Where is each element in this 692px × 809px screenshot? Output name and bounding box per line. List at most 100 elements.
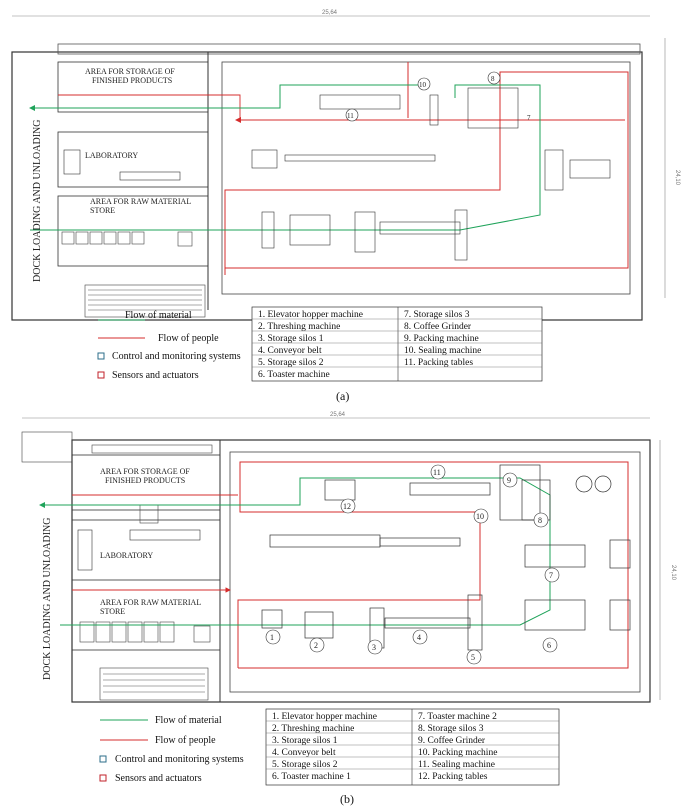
table-b-row-6: 6. Toaster machine 1 [272,772,351,782]
table-a-row-8: 8. Coffee Grinder [404,321,472,332]
laboratory-label: LABORATORY [85,151,138,160]
raw-material-label-1: AREA FOR RAW MATERIAL [100,598,201,607]
table-a-row-6: 6. Toaster machine [258,370,330,380]
table-a-row-4: 4. Conveyor belt [258,346,322,356]
people-flow-loop [224,71,629,275]
people-flow-loop [237,461,629,669]
marker-5: 5 [471,653,475,662]
legend-control-icon [99,755,107,763]
table-a-row-3: 3. Storage silos 1 [258,334,324,344]
table-frame [265,708,560,786]
raw-storage-shelves [79,621,211,643]
legend-control-text: Control and monitoring systems [112,351,241,362]
legend-b: Flow of material Flow of people Control … [99,715,244,784]
plan-a: 25,64 24,10 AREA FOR STORAGE OF FINISHED… [11,10,680,403]
lab-counter [129,529,201,541]
ramp [21,431,73,463]
stairs-area [99,667,209,701]
marker-circle [309,637,325,653]
dimension-side-text: 24,10 [670,565,676,581]
marker-12: 12 [343,502,351,511]
table-b-row-11: 11. Sealing machine [418,760,495,770]
marker-8: 8 [538,516,542,525]
raw-storage-shelves [61,231,193,247]
lab-bench [77,529,93,571]
raw-material-label-2: STORE [100,607,125,616]
plan-b: 25,64 24,10 AREA FOR STORAGE OF FINISHED… [21,412,676,806]
table-a-row-2: 2. Threshing machine [258,322,340,332]
raw-material-label-1: AREA FOR RAW MATERIAL [90,197,191,206]
finished-storage-label-2: FINISHED PRODUCTS [105,476,185,485]
marker-circle [542,637,558,653]
marker-6: 6 [547,641,551,650]
marker-circle [412,629,428,645]
laboratory-room [71,519,221,581]
stairs-lines [103,673,205,693]
production-hall [229,451,641,693]
machinery-line-b [261,464,631,651]
marker-7: 7 [527,114,531,122]
marker-10: 10 [419,81,427,89]
lab-counter [119,171,181,181]
table-b-row-7: 7. Toaster machine 2 [418,712,497,722]
machine-table-a: 1. Elevator hopper machine 2. Threshing … [251,306,543,382]
table-a-row-10: 10. Sealing machine [404,346,481,356]
marker-circle [417,77,431,91]
legend-sensors-text: Sensors and actuators [115,773,202,784]
marker-circle [265,629,281,645]
material-flow-out [29,84,418,111]
dimension-side-text: 24,10 [674,170,680,186]
marker-circle [487,71,501,85]
table-b-row-12: 12. Packing tables [418,772,488,782]
dimension-top-text: 25,64 [330,412,346,418]
table-a-row-11: 11. Packing tables [404,358,473,368]
finished-products-room [57,61,209,113]
table-b-row-10: 10. Packing machine [418,748,497,758]
marker-4: 4 [417,633,421,642]
table-a-row-7: 7. Storage silos 3 [404,310,470,320]
marker-circle [502,472,518,488]
stairs-lines [88,289,202,311]
table-frame [251,306,543,382]
dock-label: DOCK LOADING AND UNLOADING [42,518,53,681]
table-b-row-9: 9. Coffee Grinder [418,735,486,746]
marker-1: 1 [270,633,274,642]
caption-a: (a) [336,389,349,403]
marker-3: 3 [372,643,376,652]
legend-sensors-icon [99,774,107,782]
legend-sensors-icon [97,371,105,379]
material-flow-main [270,84,541,231]
laboratory-room [57,131,209,188]
marker-9: 9 [507,476,511,485]
caption-b: (b) [340,792,354,806]
plan-b-markers: 1 2 3 4 5 6 7 8 9 10 11 12 [265,464,560,665]
marker-circle [533,512,549,528]
outer-wall [11,51,643,321]
production-hall [221,61,631,295]
finished-storage-label-1: AREA FOR STORAGE OF [85,67,175,76]
people-flow-finished [58,94,241,118]
dimension-top-text: 25,64 [322,10,338,16]
marker-11: 11 [347,112,354,120]
marker-circle [345,108,359,122]
finished-products-room [71,454,221,511]
marker-circle [544,567,560,583]
marker-circle [430,464,446,480]
finished-storage-label-1: AREA FOR STORAGE OF [100,467,190,476]
table-b-row-3: 3. Storage silos 1 [272,736,338,746]
table-a-row-9: 9. Packing machine [404,334,479,344]
table-a-row-1: 1. Elevator hopper machine [258,310,363,320]
legend-control-text: Control and monitoring systems [115,754,244,765]
dock-label: DOCK LOADING AND UNLOADING [32,120,43,283]
laboratory-label: LABORATORY [100,551,153,560]
machine-table-b: 1. Elevator hopper machine 2. Threshing … [265,708,560,786]
marker-2: 2 [314,641,318,650]
finished-storage-label-2: FINISHED PRODUCTS [92,76,172,85]
table-b-row-4: 4. Conveyor belt [272,748,336,758]
table-b-row-5: 5. Storage silos 2 [272,760,338,770]
plan-a-markers: 10 8 11 7 [345,71,531,122]
marker-7: 7 [549,571,553,580]
lab-bench [63,149,81,175]
table-rows-a [252,318,542,368]
